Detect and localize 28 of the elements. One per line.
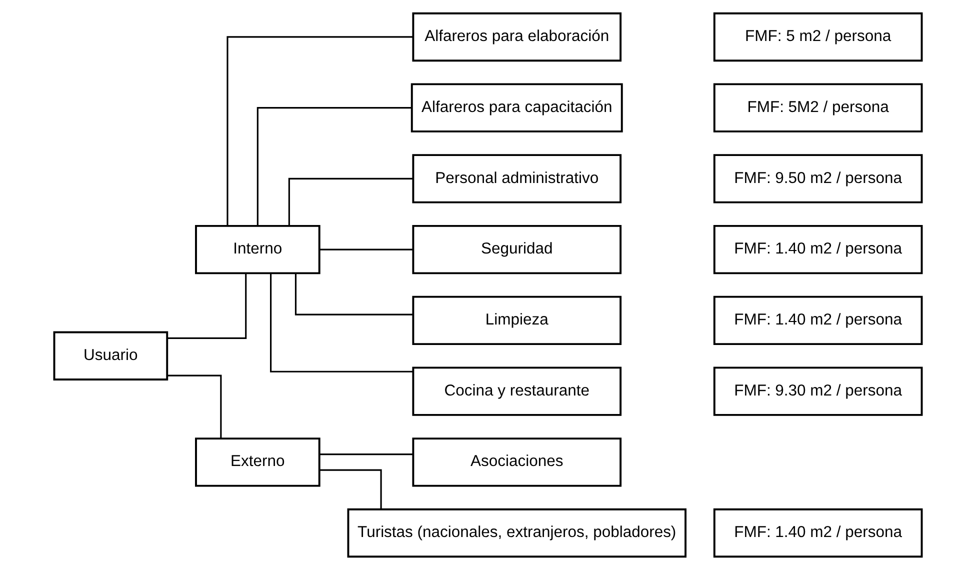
node-box: FMF: 1.40 m2 / persona <box>712 508 922 558</box>
connector <box>166 273 246 339</box>
node-box: FMF: 1.40 m2 / persona <box>712 296 922 346</box>
node-box: Alfareros para elaboración <box>412 12 622 62</box>
node-box: Limpieza <box>412 296 622 346</box>
connector <box>256 107 412 226</box>
node-box: Interno <box>194 224 320 274</box>
connector <box>318 248 413 250</box>
node-box: FMF: 9.50 m2 / persona <box>712 154 922 204</box>
node-box: Cocina y restaurante <box>412 366 622 416</box>
node-box: Usuario <box>52 331 168 380</box>
node-box: FMF: 5M2 / persona <box>712 83 922 132</box>
node-box: Alfareros para capacitación <box>410 83 622 132</box>
node-box: Seguridad <box>412 224 622 274</box>
connector <box>226 36 412 226</box>
node-box: FMF: 5 m2 / persona <box>712 12 922 62</box>
connector <box>319 469 382 510</box>
connector <box>294 273 412 316</box>
node-box: Personal administrativo <box>412 154 622 204</box>
connector <box>270 274 412 372</box>
node-box: Turistas (nacionales, extranjeros, pobladores) <box>346 508 686 558</box>
node-box: Asociaciones <box>412 438 622 487</box>
connector <box>288 178 413 226</box>
node-box: FMF: 9.30 m2 / persona <box>712 366 922 416</box>
connector <box>318 454 413 456</box>
node-box: FMF: 1.40 m2 / persona <box>712 224 922 274</box>
connector <box>167 374 222 438</box>
node-box: Externo <box>194 438 320 487</box>
